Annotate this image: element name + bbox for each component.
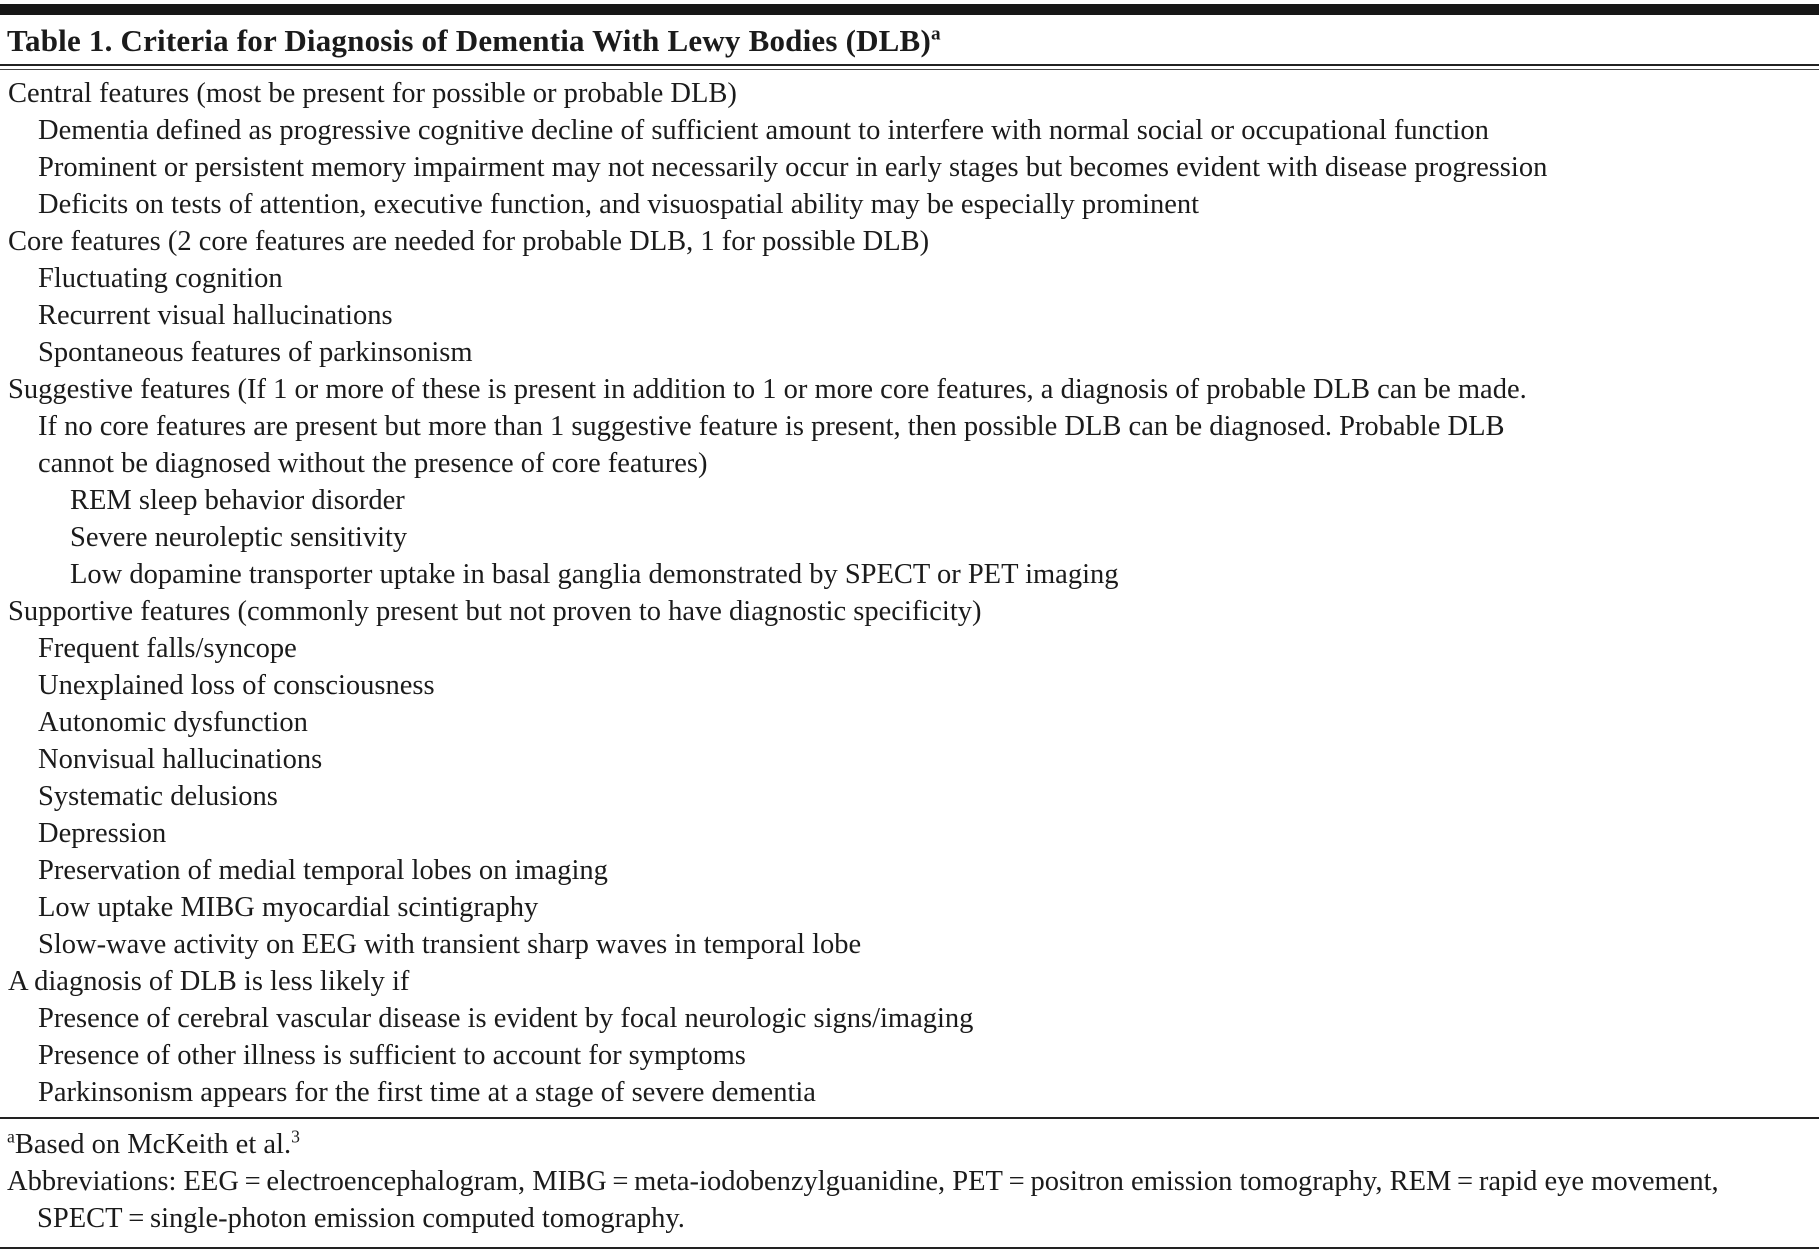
table-title-superscript: a (930, 23, 941, 45)
table-row: Frequent falls/syncope (38, 633, 297, 664)
footnotes-section: aBased on McKeith et al.3 Abbreviations:… (0, 1119, 1819, 1242)
footnote-divider-rule (0, 1117, 1819, 1119)
table-row: If no core features are present but more… (38, 411, 1505, 442)
table-row: Low uptake MIBG myocardial scintigraphy (38, 892, 539, 923)
table-row: cannot be diagnosed without the presence… (38, 448, 708, 479)
table-row: Severe neuroleptic sensitivity (70, 522, 408, 553)
footnote-abbreviations: Abbreviations: EEG = electroencephalogra… (7, 1166, 1719, 1234)
table-row: Deficits on tests of attention, executiv… (38, 189, 1200, 220)
table-row: Depression (38, 818, 167, 849)
footnote-a-marker: a (7, 1126, 15, 1147)
table-row: Parkinsonism appears for the first time … (38, 1077, 816, 1108)
table-row: Supportive features (commonly present bu… (8, 596, 982, 627)
table-row: Systematic delusions (38, 781, 278, 812)
table-row: Autonomic dysfunction (38, 707, 308, 738)
footnote-a-text: Based on McKeith et al. (14, 1129, 292, 1160)
table-row: Prominent or persistent memory impairmen… (38, 152, 1548, 183)
table-row: Core features (2 core features are neede… (8, 226, 930, 257)
table-row: A diagnosis of DLB is less likely if (8, 966, 410, 997)
table-row: Central features (most be present for po… (8, 78, 737, 109)
table-row: REM sleep behavior disorder (70, 485, 405, 516)
footnote-a-reference-number: 3 (291, 1126, 300, 1147)
table-row: Dementia defined as progressive cognitiv… (38, 115, 1489, 146)
table-row: Preservation of medial temporal lobes on… (38, 855, 608, 886)
table-container: Table 1. Criteria for Diagnosis of Demen… (0, 4, 1819, 1249)
table-title: Table 1. Criteria for Diagnosis of Demen… (0, 15, 1819, 64)
title-divider-rule (0, 64, 1819, 70)
table-row: Recurrent visual hallucinations (38, 300, 393, 331)
table-row: Nonvisual hallucinations (38, 744, 323, 775)
table-row: Fluctuating cognition (38, 263, 283, 294)
table-title-text: Table 1. Criteria for Diagnosis of Demen… (7, 23, 931, 58)
table-row: Presence of cerebral vascular disease is… (38, 1003, 974, 1034)
table-row: Spontaneous features of parkinsonism (38, 337, 473, 368)
top-border-bar (0, 4, 1819, 15)
table-row: Unexplained loss of consciousness (38, 670, 435, 701)
table-row: Slow-wave activity on EEG with transient… (38, 929, 862, 960)
footnote-a: aBased on McKeith et al.3 (7, 1126, 1813, 1163)
table-row: Suggestive features (If 1 or more of the… (8, 374, 1527, 405)
table-body: Central features (most be present for po… (0, 70, 1819, 1117)
table-row: Presence of other illness is sufficient … (38, 1040, 746, 1071)
table-row: Low dopamine transporter uptake in basal… (70, 559, 1119, 590)
